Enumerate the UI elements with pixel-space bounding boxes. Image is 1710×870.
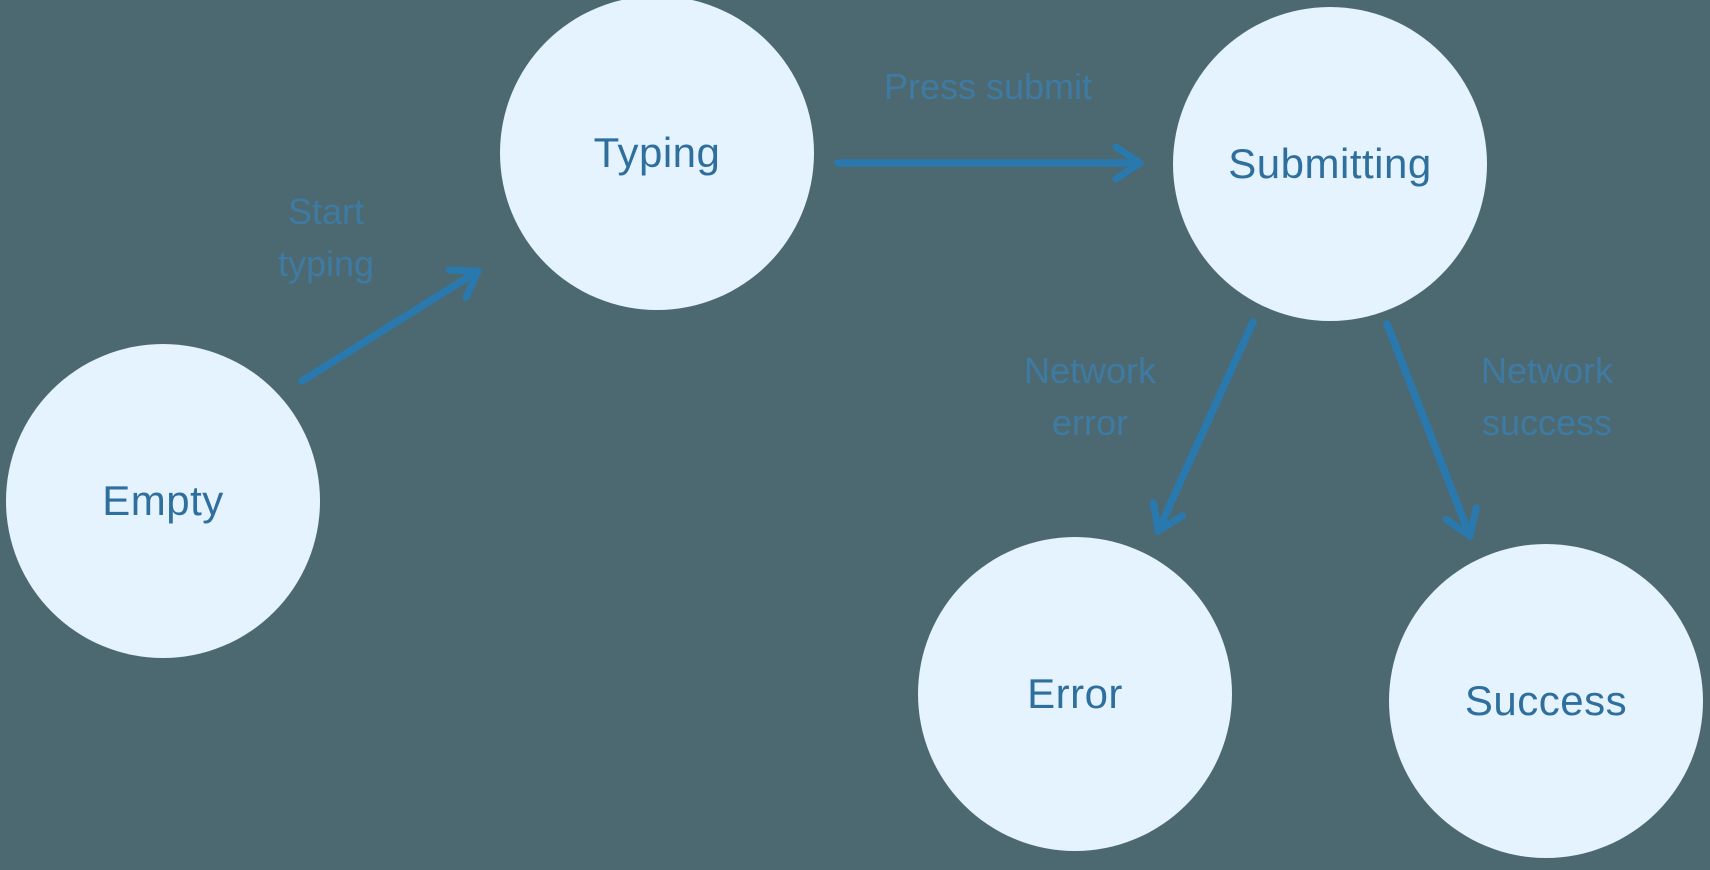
transition-label-network-success: Network success [1480,350,1614,443]
state-node-empty: Empty [6,344,320,658]
state-node-typing: Typing [500,0,814,310]
state-label-success: Success [1464,677,1628,724]
transition-label-network-error: Network error [1023,350,1157,443]
state-node-error: Error [918,537,1232,851]
transition-label-press-submit: Press submit [883,66,1093,107]
state-label-error: Error [1027,670,1123,717]
state-label-submitting: Submitting [1228,140,1432,187]
state-node-success: Success [1389,544,1703,858]
state-node-submitting: Submitting [1173,7,1487,321]
arrow-empty-to-typing [298,266,482,385]
state-label-typing: Typing [593,129,721,176]
state-label-empty: Empty [102,477,224,524]
arrow-submitting-to-error [1149,318,1257,535]
arrow-submitting-to-success [1383,320,1480,540]
transition-label-start-typing: Start typing [277,191,375,284]
